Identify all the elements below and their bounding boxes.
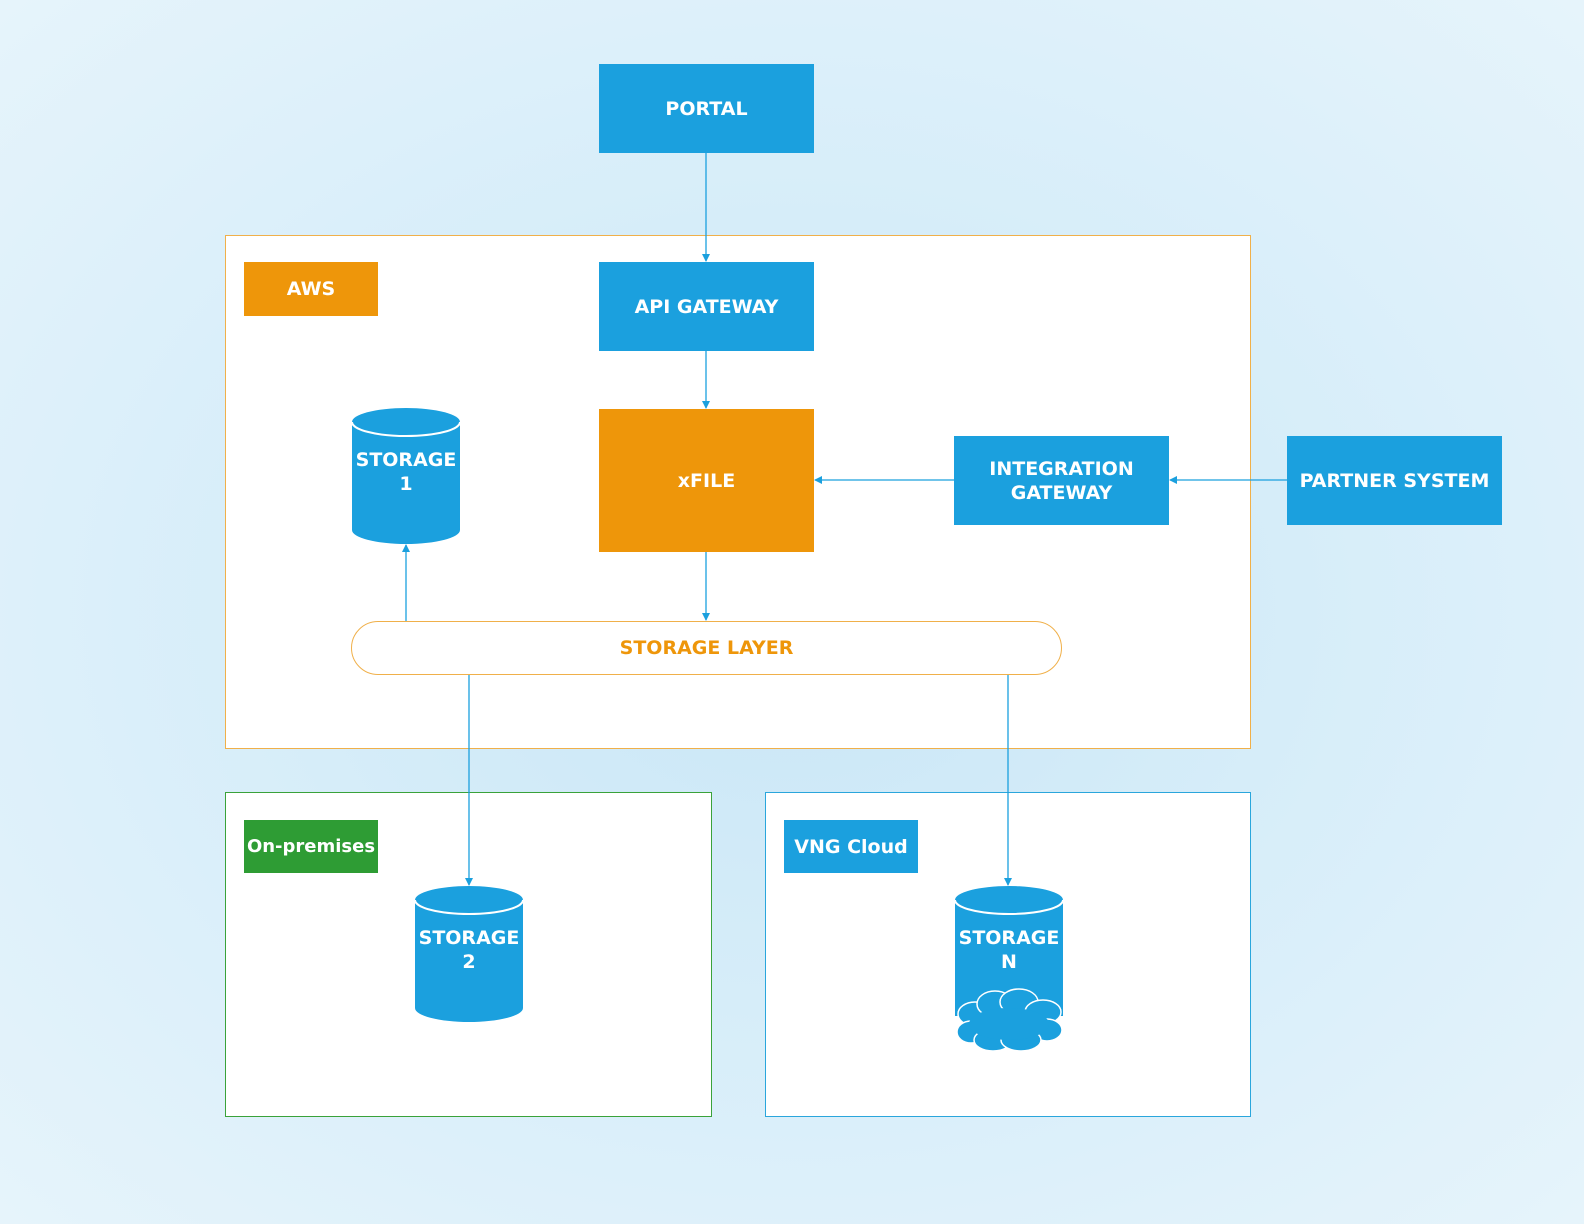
database-cylinder-icon (415, 886, 523, 1022)
storage-1-node: STORAGE 1 (352, 408, 460, 544)
cloud-database-icon (955, 886, 1063, 1052)
partner-system-node: PARTNER SYSTEM (1287, 436, 1502, 525)
storage-n-label-line-1: STORAGE (958, 927, 1060, 949)
portal-node: PORTAL (599, 64, 814, 153)
api-gateway-node: API GATEWAY (599, 262, 814, 351)
storage-2-label-line-2: 2 (462, 951, 476, 973)
storage-2-node: STORAGE 2 (415, 886, 523, 1022)
aws-region-label: AWS (244, 262, 378, 316)
api-gateway-label: API GATEWAY (634, 295, 779, 318)
storage-layer-node: STORAGE LAYER (351, 621, 1062, 675)
storage-n-node: STORAGE N (955, 886, 1063, 1056)
xfile-label: xFILE (677, 469, 736, 492)
integration-gateway-label-line-2: GATEWAY (1010, 481, 1113, 504)
database-cylinder-icon (352, 408, 460, 544)
storage-1-label-line-1: STORAGE (355, 449, 457, 471)
storage-layer-label: STORAGE LAYER (619, 637, 794, 659)
vng-cloud-region-label: VNG Cloud (784, 820, 918, 873)
integration-gateway-label-line-1: INTEGRATION (989, 457, 1134, 480)
xfile-node: xFILE (599, 409, 814, 552)
partner-system-label: PARTNER SYSTEM (1299, 469, 1490, 492)
portal-label: PORTAL (665, 97, 748, 120)
storage-n-label-line-2: N (1001, 951, 1017, 973)
storage-1-label-line-2: 1 (399, 473, 413, 495)
storage-2-label-line-1: STORAGE (418, 927, 520, 949)
integration-gateway-node: INTEGRATION GATEWAY (954, 436, 1169, 525)
on-premises-region-label: On-premises (244, 820, 378, 873)
